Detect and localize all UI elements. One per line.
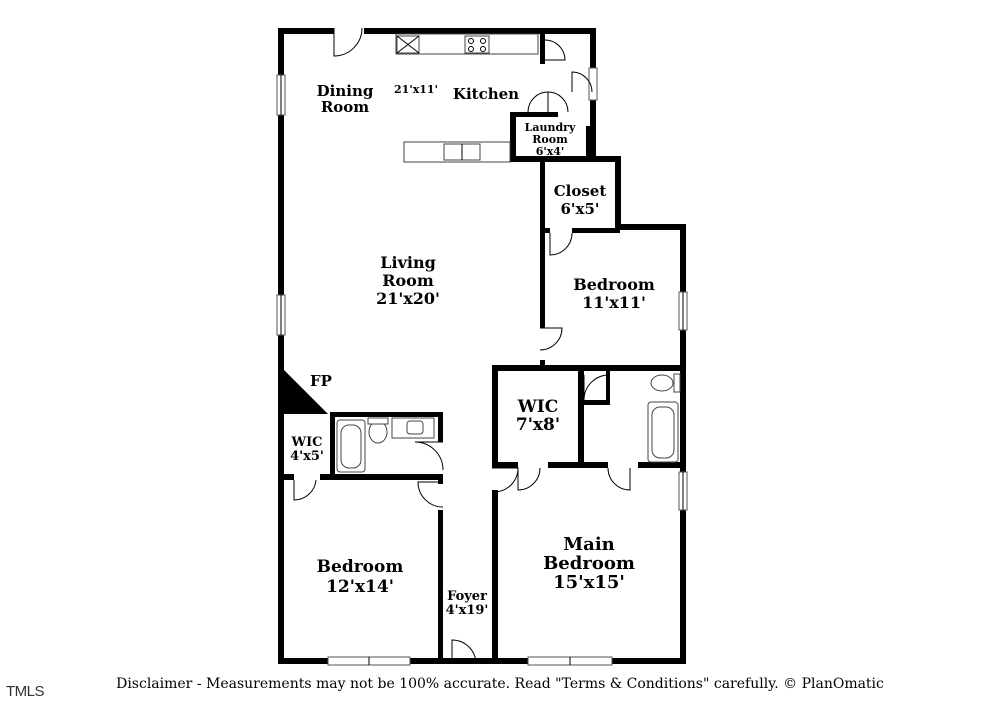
door-swings [293,27,631,665]
main-bedroom-label-2: Bedroom [543,553,635,574]
fireplace-shape [284,370,328,414]
living-room-label: Living [380,253,436,272]
dining-room-label: Dining [317,82,374,100]
main-bedroom-dims: 15'x15' [553,572,625,593]
laundry-room-label: Laundry [525,121,576,134]
interior-walls [284,34,686,664]
kitchen-fixtures [395,33,539,163]
wic-main-label: WIC [517,397,559,417]
laundry-room-label-2: Room [532,133,568,146]
foyer-dims: 4'x19' [446,603,489,618]
kitchen-label: Kitchen [453,85,519,103]
room-labels: Dining Room 21'x11' Kitchen Laundry Room… [290,82,655,618]
wic-main-dims: 7'x8' [516,415,560,435]
bedroom-right-dims: 11'x11' [582,293,646,312]
bath-fixtures [336,373,681,473]
laundry-room-dims: 6'x4' [536,145,565,158]
mls-logo: TMLS [6,683,45,700]
living-room-dims: 21'x20' [376,289,440,308]
wic-small-dims: 4'x5' [290,449,324,464]
disclaimer-text: Disclaimer - Measurements may not be 100… [116,676,884,692]
kitchen-dims: 21'x11' [394,83,438,96]
bedroom-left-dims: 12'x14' [326,577,394,597]
main-bedroom-label: Main [563,534,615,555]
closet-label: Closet [554,182,607,200]
bedroom-left-label: Bedroom [317,557,404,577]
bedroom-right-label: Bedroom [573,275,655,294]
wic-small-label: WIC [290,435,322,450]
living-room-label-2: Room [382,271,434,290]
foyer-label: Foyer [447,589,487,604]
dining-room-label-2: Room [321,98,369,116]
closet-dims: 6'x5' [560,200,599,218]
fireplace-label: FP [310,372,332,390]
windows [276,67,688,666]
